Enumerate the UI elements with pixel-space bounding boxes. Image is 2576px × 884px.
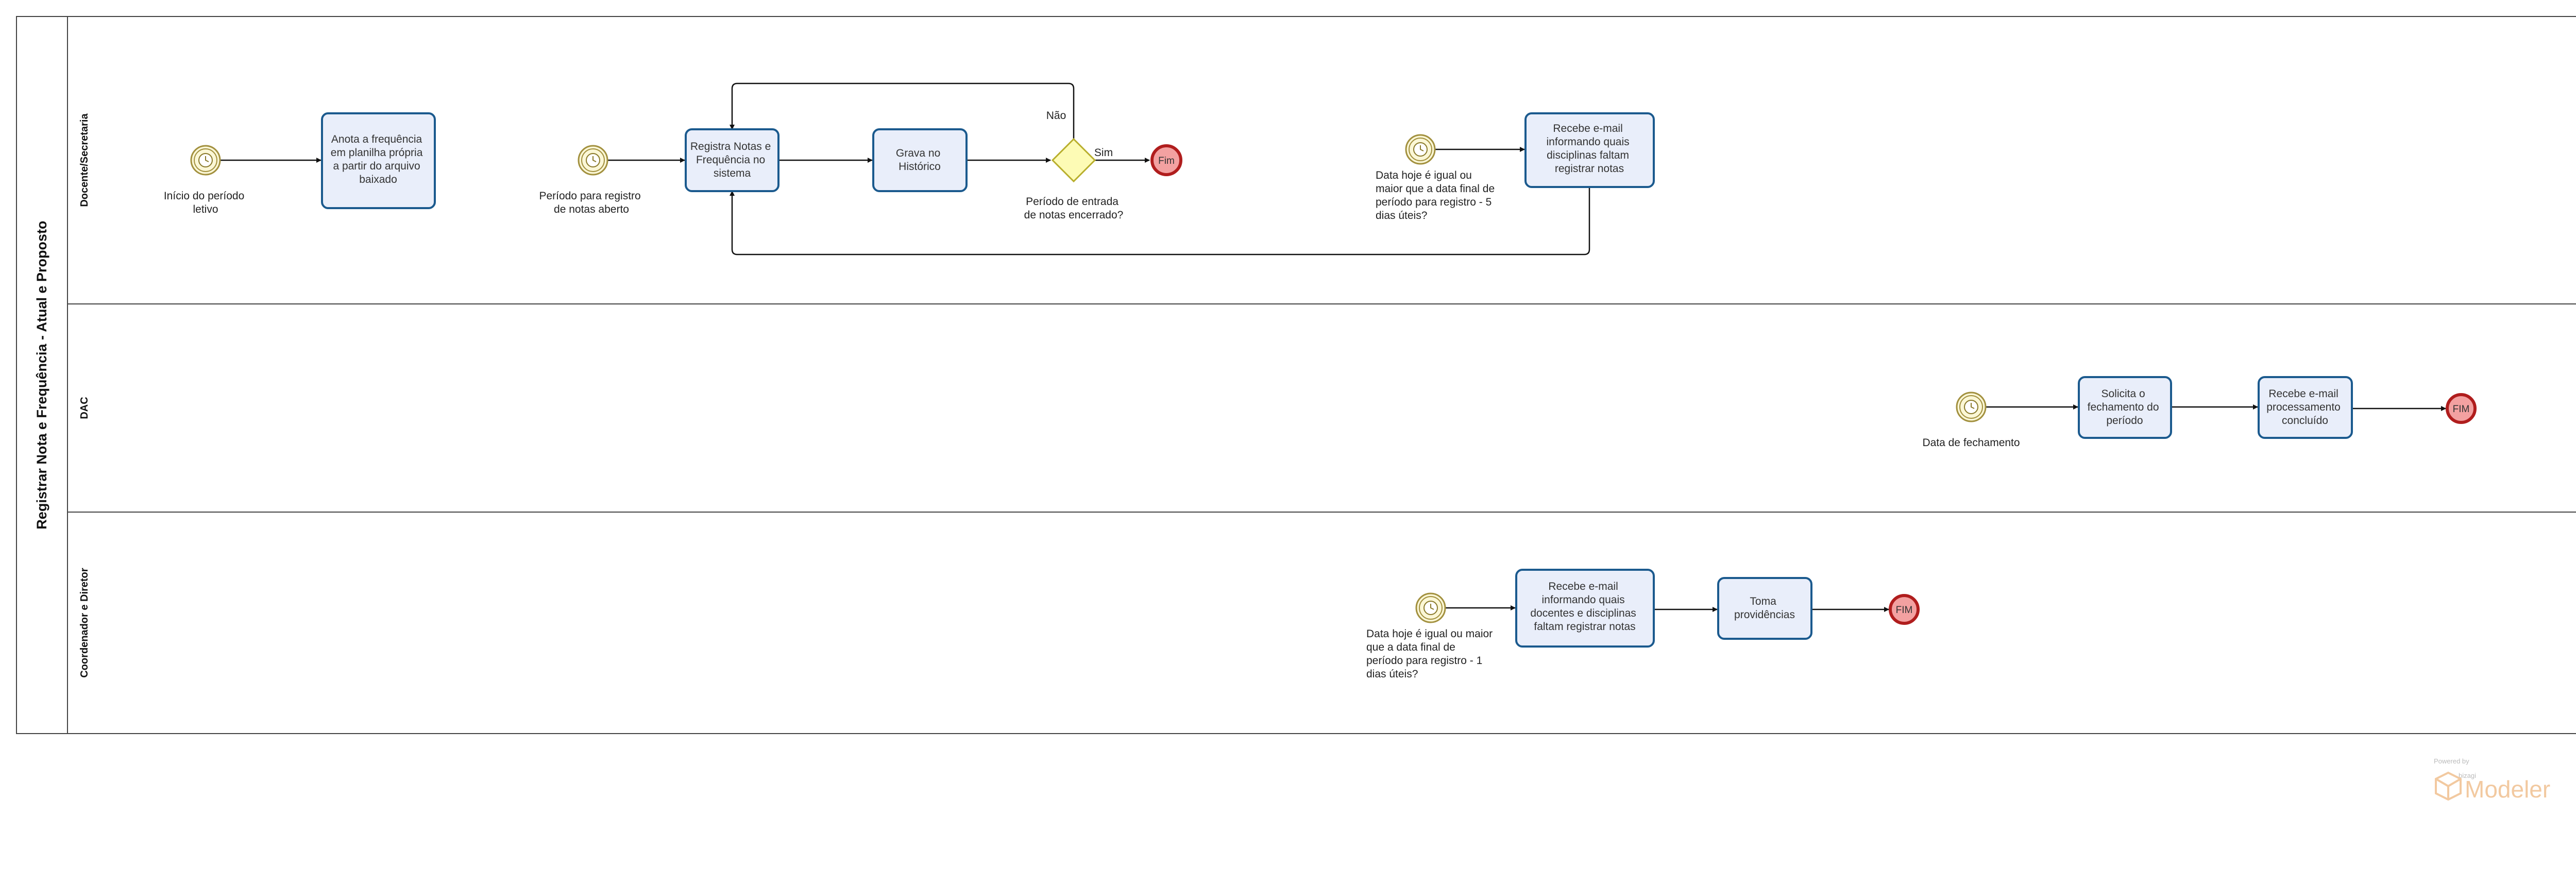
clock-icon <box>1413 142 1428 157</box>
event-label-inicio: Início do período letivo <box>164 190 247 215</box>
svg-text:Grava no Histórico: Grava no Histórico <box>896 147 943 173</box>
task-anota-frequencia[interactable]: Anota a frequência em planilha própria a… <box>321 112 436 209</box>
sequence-flows <box>220 82 2446 612</box>
svg-text:Recebe e-mail processame: Recebe e-mail processamento concluído <box>2266 388 2343 427</box>
flow-label-sim: Sim <box>1094 147 1113 159</box>
event-label-fechamento: Data de fechamento <box>1922 437 2020 449</box>
task-recebe-email-disciplinas[interactable]: Recebe e-mail informando quais disciplin… <box>1524 112 1655 188</box>
timer-start-event-periodo[interactable] <box>578 145 608 176</box>
timer-start-event-data-hoje-5[interactable] <box>1405 134 1436 165</box>
pool-border <box>16 16 2576 734</box>
task-solicita-fechamento[interactable]: Solicita o fechamento do período <box>2078 376 2172 439</box>
svg-text:Registra Notas e Frequên: Registra Notas e Frequência no sistema <box>690 141 774 179</box>
clock-icon <box>586 153 600 167</box>
svg-text:bizagi: bizagi <box>2459 772 2476 779</box>
clock-icon <box>1964 400 1978 414</box>
bizagi-watermark: Powered by bizagi Modeler <box>2434 757 2550 803</box>
svg-text:Recebe e-mail informando: Recebe e-mail informando quais disciplin… <box>1547 123 1633 175</box>
lane-title-docente: Docente/Secretaria <box>79 113 90 207</box>
svg-text:Anota a frequência em pl: Anota a frequência em planilha própria a… <box>331 133 426 185</box>
end-event-fim-dac[interactable]: FIM <box>2446 393 2477 424</box>
flow-label-nao: Não <box>1046 110 1066 122</box>
event-label-periodo: Período para registro de notas aberto <box>539 190 643 215</box>
pool-title: Registrar Nota e Frequência - Atual e Pr… <box>34 220 49 529</box>
exclusive-gateway[interactable] <box>1051 138 1096 183</box>
flow-recebe-to-registra <box>730 187 1590 256</box>
clock-icon <box>198 153 213 167</box>
event-label-data-hoje-5: Data hoje é igual ou maior que a data fi… <box>1376 169 1498 222</box>
svg-text:Modeler: Modeler <box>2465 776 2550 803</box>
svg-text:Powered by: Powered by <box>2434 757 2469 765</box>
lane-title-coordenador: Coordenador e Diretor <box>79 568 90 678</box>
bizagi-logo-icon <box>2435 771 2462 801</box>
svg-text:Recebe e-mail informando: Recebe e-mail informando quais docentes … <box>1530 581 1639 633</box>
end-event-fim-docente[interactable]: Fim <box>1150 144 1182 176</box>
timer-start-event-fechamento[interactable] <box>1956 392 1987 422</box>
task-grava-historico[interactable]: Grava no Histórico <box>872 128 968 192</box>
timer-start-event-inicio[interactable] <box>190 145 221 176</box>
clock-icon <box>1423 601 1438 615</box>
svg-text:FIM: FIM <box>1896 605 1913 616</box>
svg-text:FIM: FIM <box>2453 404 2470 415</box>
task-toma-providencias[interactable]: Toma providências <box>1717 577 1812 640</box>
gateway-label: Período de entrada de notas encerrado? <box>1024 196 1124 221</box>
task-recebe-email-processamento[interactable]: Recebe e-mail processamento concluído <box>2258 376 2353 439</box>
flow-gateway-no-loop <box>730 82 1075 139</box>
task-recebe-email-docentes[interactable]: Recebe e-mail informando quais docentes … <box>1515 569 1655 648</box>
svg-text:Toma providências: Toma providências <box>1734 596 1795 621</box>
svg-text:Fim: Fim <box>1158 156 1175 166</box>
end-event-fim-coord[interactable]: FIM <box>1889 594 1920 625</box>
event-label-data-hoje-1: Data hoje é igual ou maior que a data fi… <box>1366 628 1496 680</box>
lane-title-dac: DAC <box>79 397 90 419</box>
task-registra-notas[interactable]: Registra Notas e Frequência no sistema <box>685 128 779 192</box>
svg-text:Solicita o fechamento do: Solicita o fechamento do período <box>2088 388 2162 427</box>
timer-start-event-data-hoje-1[interactable] <box>1415 592 1446 623</box>
